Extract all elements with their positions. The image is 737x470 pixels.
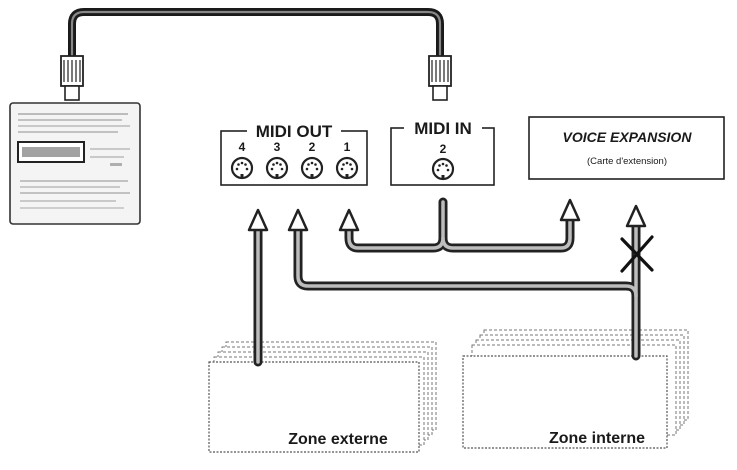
cross-mark-icon (620, 235, 654, 273)
midi-out-port-label: 2 (309, 140, 316, 154)
midi-cable (60, 8, 452, 101)
midi-out-panel: MIDI OUT 4 3 2 1 (220, 121, 368, 186)
arrow-to-voice-expansion (559, 198, 581, 222)
din-connector-icon (230, 156, 254, 180)
midi-out-label: MIDI OUT (256, 122, 333, 141)
voice-expansion-title: VOICE EXPANSION (563, 129, 693, 145)
din-connector-icon (431, 157, 455, 181)
arrow-blocked-to-voice-expansion (625, 204, 647, 228)
arrowheads (247, 198, 647, 232)
din-connector-icon (300, 156, 324, 180)
midi-in-port-label: 2 (440, 142, 447, 156)
midi-out-port-label: 1 (344, 140, 351, 154)
arrow-to-out-4 (247, 208, 269, 232)
cable-plug-right (428, 55, 452, 101)
midi-in-label: MIDI IN (414, 119, 472, 138)
voice-expansion-panel: VOICE EXPANSION (Carte d'extension) (528, 116, 725, 180)
din-connector-icon (335, 156, 359, 180)
zone-interne-stack: Zone interne (462, 329, 689, 449)
zone-interne-label: Zone interne (549, 430, 645, 447)
device-texture (18, 113, 130, 209)
midi-out-port-label: 3 (274, 140, 281, 154)
routing-wires (253, 197, 641, 367)
cable-plug-left (60, 55, 84, 101)
arrow-to-out-2 (287, 208, 309, 232)
zone-externe-label: Zone externe (288, 431, 388, 448)
midi-device-icon (9, 102, 141, 225)
din-connector-icon (265, 156, 289, 180)
midi-out-port-label: 4 (239, 140, 246, 154)
voice-expansion-subtitle: (Carte d'extension) (587, 156, 667, 167)
midi-in-panel: MIDI IN 2 (390, 118, 495, 186)
zone-externe-stack: Zone externe (208, 341, 437, 453)
arrow-to-out-1 (338, 208, 360, 232)
